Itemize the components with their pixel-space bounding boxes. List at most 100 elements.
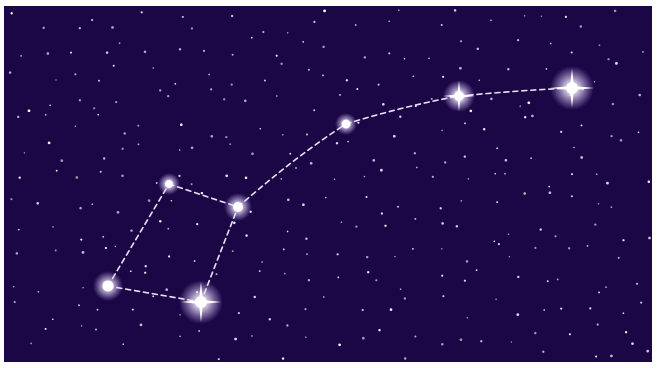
background-star bbox=[480, 340, 482, 342]
background-star bbox=[79, 207, 82, 210]
background-star bbox=[460, 200, 462, 202]
background-star bbox=[310, 162, 313, 165]
background-star bbox=[509, 256, 510, 257]
background-star bbox=[495, 298, 497, 300]
background-star bbox=[554, 235, 556, 237]
background-star bbox=[178, 175, 180, 177]
background-star bbox=[264, 80, 266, 82]
background-star bbox=[599, 44, 601, 46]
background-star bbox=[589, 307, 591, 309]
background-star bbox=[571, 51, 573, 53]
background-star bbox=[612, 103, 614, 105]
background-star bbox=[232, 250, 234, 252]
background-star bbox=[440, 207, 442, 209]
background-star bbox=[347, 141, 349, 143]
background-star bbox=[159, 89, 161, 91]
background-star bbox=[174, 83, 176, 85]
background-star bbox=[490, 98, 493, 101]
background-star bbox=[79, 99, 81, 101]
background-star bbox=[28, 109, 31, 112]
background-star bbox=[196, 223, 198, 225]
background-star bbox=[115, 246, 116, 247]
star-1 bbox=[179, 280, 223, 324]
background-star bbox=[444, 161, 446, 163]
background-star bbox=[191, 146, 194, 149]
background-star bbox=[13, 286, 14, 287]
background-star bbox=[364, 176, 366, 178]
background-star bbox=[47, 52, 50, 55]
background-star bbox=[305, 336, 307, 338]
background-star bbox=[442, 76, 444, 78]
background-star bbox=[534, 332, 536, 334]
background-star bbox=[339, 94, 341, 96]
background-star bbox=[91, 19, 93, 21]
background-star bbox=[325, 197, 327, 199]
background-star bbox=[516, 313, 519, 316]
background-star bbox=[441, 275, 443, 277]
background-star bbox=[55, 249, 57, 251]
background-star bbox=[203, 50, 205, 52]
background-star bbox=[504, 173, 506, 175]
background-star bbox=[362, 309, 364, 311]
background-star bbox=[282, 357, 284, 359]
background-star bbox=[289, 153, 291, 155]
background-star bbox=[365, 196, 367, 198]
background-star bbox=[81, 325, 83, 327]
background-star bbox=[102, 236, 104, 238]
background-star bbox=[167, 228, 169, 230]
background-star bbox=[483, 128, 485, 130]
background-star bbox=[295, 167, 297, 169]
background-star bbox=[306, 253, 308, 255]
background-star bbox=[210, 88, 212, 90]
background-star bbox=[282, 134, 284, 136]
background-star bbox=[464, 155, 466, 157]
star-5 bbox=[224, 193, 252, 221]
background-star bbox=[341, 221, 343, 223]
night-sky-background bbox=[4, 6, 652, 362]
background-star bbox=[106, 51, 109, 54]
background-star bbox=[251, 37, 253, 39]
background-star bbox=[124, 132, 126, 134]
background-star bbox=[140, 324, 143, 327]
background-star bbox=[132, 309, 134, 311]
background-star bbox=[355, 24, 357, 26]
background-star bbox=[70, 52, 72, 54]
background-star bbox=[496, 147, 498, 149]
background-star bbox=[541, 15, 542, 16]
background-star bbox=[259, 270, 261, 272]
background-star bbox=[568, 247, 570, 249]
background-star bbox=[42, 27, 44, 29]
background-star bbox=[18, 229, 20, 231]
background-star bbox=[232, 54, 234, 56]
background-star bbox=[322, 46, 324, 48]
background-star bbox=[152, 295, 154, 297]
background-star bbox=[380, 169, 383, 172]
background-star bbox=[441, 130, 443, 132]
background-star bbox=[148, 199, 151, 202]
background-star bbox=[464, 280, 466, 282]
night-sky-illustration bbox=[4, 6, 652, 362]
background-star bbox=[466, 317, 468, 319]
background-star bbox=[253, 296, 255, 298]
background-star bbox=[52, 318, 54, 320]
background-star bbox=[431, 98, 433, 100]
background-star bbox=[287, 231, 289, 233]
background-star bbox=[11, 12, 13, 14]
background-star bbox=[560, 131, 562, 133]
background-star bbox=[269, 318, 271, 320]
background-star bbox=[313, 21, 315, 23]
background-star bbox=[366, 256, 368, 258]
background-star bbox=[337, 276, 339, 278]
background-star bbox=[375, 279, 377, 281]
star-4 bbox=[93, 271, 123, 301]
background-star bbox=[261, 261, 263, 263]
background-star bbox=[466, 260, 469, 263]
background-star bbox=[194, 260, 196, 262]
background-star bbox=[179, 48, 181, 50]
background-star bbox=[233, 222, 236, 225]
background-star bbox=[302, 203, 305, 206]
background-star bbox=[259, 128, 261, 130]
background-star bbox=[10, 198, 12, 200]
background-star bbox=[642, 51, 644, 53]
background-star bbox=[138, 143, 140, 145]
